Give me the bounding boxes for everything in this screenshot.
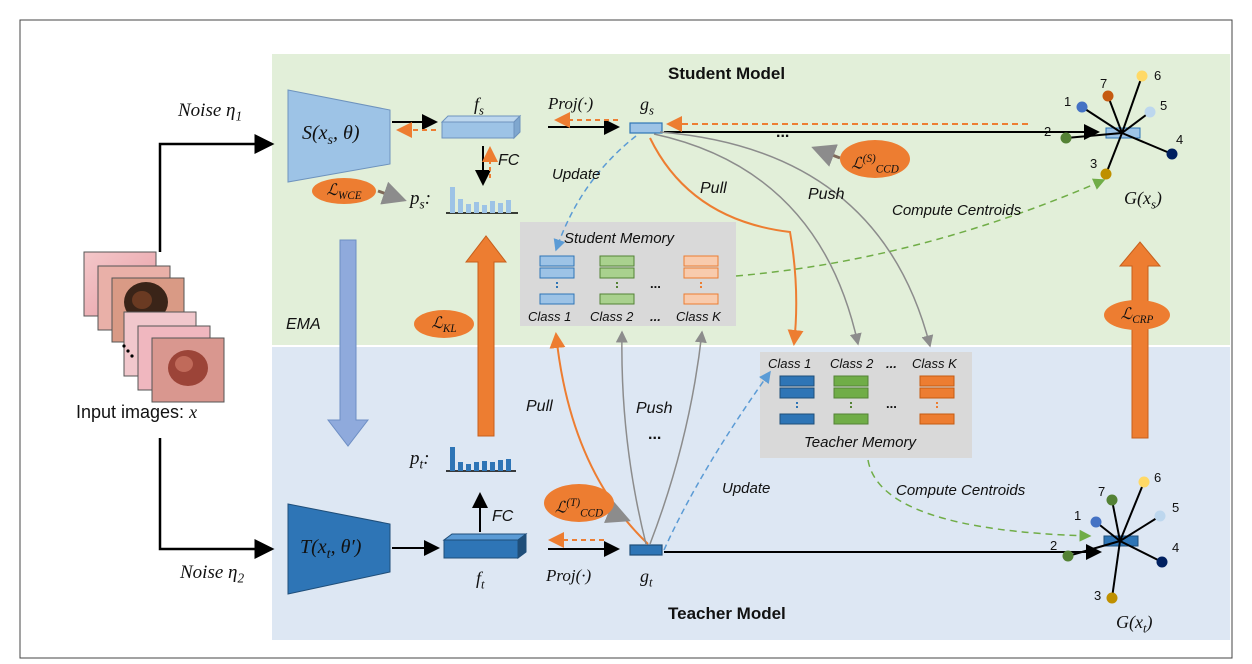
kl-arrow — [464, 235, 508, 437]
teacher-embedding-label: gt — [640, 566, 653, 590]
teacher-feature-block — [442, 533, 528, 559]
teacher-graph-label: G(xt) — [1116, 612, 1153, 636]
teacher-graph-node: 1 — [1074, 508, 1082, 523]
student-graph-label: G(xs) — [1124, 188, 1162, 212]
teacher-graph-node: 3 — [1094, 588, 1102, 603]
input-images-label: Input images: x — [76, 402, 198, 422]
student-memory-classK — [683, 255, 719, 305]
student-encoder — [287, 89, 391, 183]
route-to-teacher — [158, 438, 275, 559]
teacher-panel — [272, 346, 1230, 640]
teacher-fc-label: FC — [492, 508, 514, 525]
student-fc-label: FC — [498, 152, 520, 169]
teacher-memory-title: Teacher Memory — [804, 434, 916, 451]
teacher-memory-classK-label: Class K — [912, 356, 957, 371]
teacher-memory-dots: ... — [886, 356, 897, 371]
teacher-panel-title: Teacher Model — [668, 604, 786, 623]
teacher-graph-node: 2 — [1050, 538, 1058, 553]
teacher-feature-label: ft — [476, 568, 485, 592]
loss-crp: ℒCRP — [1104, 300, 1170, 330]
teacher-update-label: Update — [722, 480, 771, 497]
student-memory-dots-mid: ... — [650, 276, 661, 291]
student-graph-node: 5 — [1160, 98, 1168, 113]
loss-ccd-student: ℒ(S)CCD — [840, 140, 910, 178]
student-memory-classK-label: Class K — [676, 309, 721, 324]
teacher-encoder — [287, 503, 391, 595]
student-memory-class2-label: Class 2 — [590, 309, 634, 324]
student-pull-label: Pull — [700, 180, 727, 197]
teacher-push-curve-2 — [649, 330, 707, 545]
teacher-memory-dots-mid: ... — [886, 396, 897, 411]
teacher-pull-label: Pull — [526, 398, 553, 415]
ema-arrow — [326, 239, 370, 447]
teacher-memory-class1-label: Class 1 — [768, 356, 812, 371]
student-embedding-box — [629, 122, 663, 134]
teacher-proj-label: Proj(·) — [546, 566, 592, 585]
student-pull-curve — [649, 137, 804, 346]
teacher-prob-label: pt: — [410, 448, 430, 472]
teacher-centroid-curve — [867, 459, 1092, 542]
teacher-push-curve-1 — [615, 330, 647, 545]
ema-label: EMA — [286, 316, 321, 333]
student-graph-node: 1 — [1064, 94, 1072, 109]
student-feature-block — [440, 114, 522, 140]
teacher-graph-node: 6 — [1154, 470, 1162, 485]
student-panel — [272, 54, 1230, 346]
student-push-label: Push — [808, 186, 845, 203]
student-graph-node: 6 — [1154, 68, 1162, 83]
teacher-dots: ... — [648, 426, 662, 443]
student-panel-title: Student Model — [668, 64, 786, 83]
student-graph — [1060, 70, 1178, 180]
input-image-stack — [83, 251, 225, 403]
student-feature-label: fs — [474, 94, 484, 118]
student-encoder-label: S(xs, θ) — [302, 122, 360, 148]
noise1-label: Noise η1 — [178, 100, 243, 124]
teacher-compute-centroids-label: Compute Centroids — [896, 482, 1026, 499]
teacher-memory-classK — [919, 375, 955, 425]
teacher-graph-node: 7 — [1098, 484, 1106, 499]
loss-wce: ℒWCE — [312, 178, 376, 204]
route-to-student — [158, 134, 275, 252]
teacher-update-curve — [663, 370, 771, 551]
teacher-push-label: Push — [636, 400, 673, 417]
student-memory-class2 — [599, 255, 635, 305]
teacher-graph — [1062, 476, 1168, 604]
loss-kl: ℒKL — [414, 310, 474, 338]
student-memory-title: Student Memory — [564, 230, 675, 247]
teacher-graph-node: 4 — [1172, 540, 1180, 555]
student-prob-label: ps: — [410, 188, 432, 212]
student-centroid-curve — [735, 178, 1106, 277]
student-proj-label: Proj(·) — [548, 94, 594, 113]
student-embedding-label: gs — [640, 94, 654, 118]
teacher-prob-histogram — [446, 447, 516, 472]
student-memory-class1-label: Class 1 — [528, 309, 572, 324]
student-graph-node: 7 — [1100, 76, 1108, 91]
student-memory-dots: ... — [650, 309, 661, 324]
student-graph-node: 3 — [1090, 156, 1098, 171]
teacher-memory-class2-label: Class 2 — [830, 356, 874, 371]
loss-ccd-teacher: ℒ(T)CCD — [544, 484, 614, 522]
student-prob-histogram — [446, 187, 518, 214]
teacher-pull-curve — [549, 332, 649, 545]
teacher-memory-box — [760, 352, 972, 458]
student-update-curve — [553, 135, 637, 252]
teacher-memory-class2 — [833, 375, 869, 425]
student-push-curve-2 — [659, 131, 934, 348]
student-push-curve-1 — [653, 133, 862, 346]
student-graph-node: 4 — [1176, 132, 1184, 147]
student-memory-class1 — [539, 255, 575, 305]
teacher-embedding-box — [629, 544, 663, 556]
student-update-label: Update — [552, 166, 601, 183]
teacher-encoder-label: T(xt, θ′) — [300, 536, 362, 562]
student-dots: ... — [776, 124, 790, 141]
teacher-graph-node: 5 — [1172, 500, 1180, 515]
student-graph-node: 2 — [1044, 124, 1052, 139]
teacher-memory-class1 — [779, 375, 815, 425]
noise2-label: Noise η2 — [180, 562, 245, 586]
crp-arrow — [1118, 241, 1162, 439]
student-compute-centroids-label: Compute Centroids — [892, 202, 1022, 219]
